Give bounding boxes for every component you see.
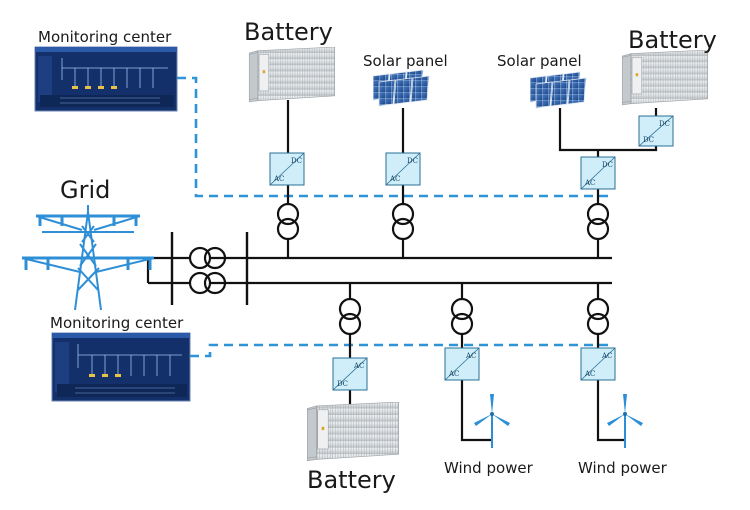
monitoring-center-label-bottom: Monitoring center	[50, 314, 184, 332]
monitor-screen-top	[34, 46, 178, 112]
solar-panel-label-left: Solar panel	[363, 52, 448, 70]
converter-label-bottom: DC	[643, 136, 654, 144]
grid-transformer-upper	[188, 246, 227, 270]
container-battery-icon	[621, 50, 709, 106]
converter-label-top: DC	[659, 120, 670, 128]
converter-label-bottom: AC	[389, 175, 400, 183]
monitoring-link-bottom	[190, 343, 610, 358]
converter-label-bottom: AC	[584, 179, 595, 187]
solar-right-link	[558, 108, 598, 152]
converter-label-bottom: AC	[448, 370, 459, 378]
monitoring-link-top	[177, 76, 610, 198]
feeder-wind-left	[460, 283, 492, 442]
converter-label-top: DC	[602, 161, 613, 169]
converter-solar-right: DC AC	[580, 156, 616, 190]
converter-battery-bottom: AC DC	[332, 357, 368, 391]
converter-label-bottom: AC	[584, 370, 595, 378]
converter-battery-top: DC AC	[269, 152, 305, 186]
battery-label-bottom: Battery	[307, 466, 396, 494]
battery-label-top-right: Battery	[628, 26, 717, 54]
grid-transformer-lower	[188, 271, 227, 295]
container-battery-icon	[306, 402, 400, 462]
feeder-wind-right	[596, 283, 625, 442]
converter-label-top: DC	[407, 157, 418, 165]
container-battery-icon	[248, 47, 336, 103]
grid-label: Grid	[60, 176, 110, 204]
transmission-tower-icon	[21, 205, 155, 311]
battery-label-top-left: Battery	[244, 18, 333, 46]
converter-solar-left: DC AC	[385, 152, 421, 186]
solar-panel-icon	[373, 69, 430, 107]
solar-panel-label-right: Solar panel	[497, 52, 582, 70]
converter-wind-left: AC AC	[444, 347, 480, 381]
monitor-screen-bottom	[51, 332, 191, 402]
wind-power-label-left: Wind power	[444, 459, 534, 477]
solar-panel-icon	[530, 71, 587, 109]
converter-label-bottom: DC	[337, 380, 348, 388]
converter-label-bottom: AC	[273, 175, 284, 183]
converter-wind-right: AC AC	[580, 347, 616, 381]
converter-label-top: AC	[465, 352, 476, 360]
wind-power-label-right: Wind power	[578, 459, 668, 477]
monitoring-center-label-top: Monitoring center	[38, 28, 172, 46]
converter-label-top: DC	[291, 157, 302, 165]
converter-battery-dcdc: DC DC	[638, 115, 674, 147]
converter-label-top: AC	[601, 352, 612, 360]
converter-label-top: AC	[353, 362, 364, 370]
